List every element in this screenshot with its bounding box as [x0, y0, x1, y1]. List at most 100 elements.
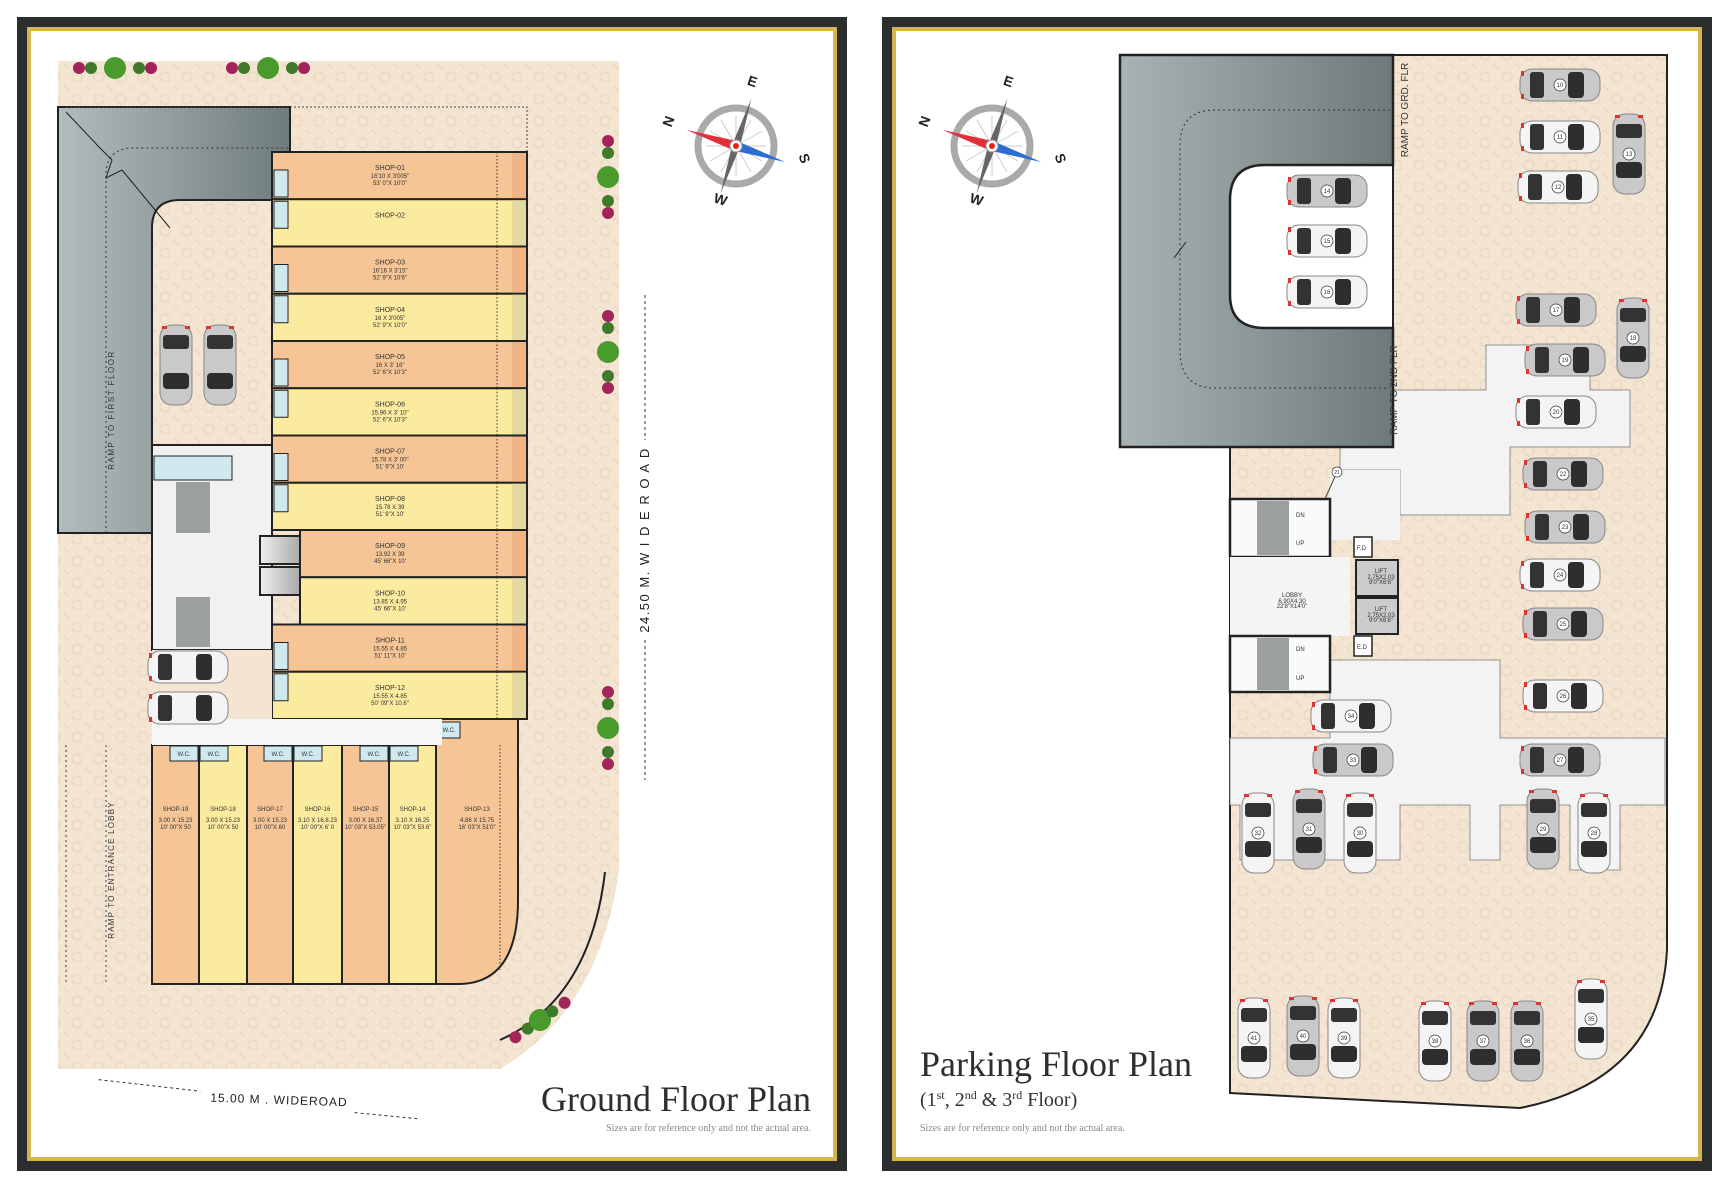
parking-space-car[interactable]: 11: [1519, 120, 1601, 154]
parking-space-car[interactable]: 19: [1524, 343, 1606, 377]
parking-space-car[interactable]: 33: [1312, 743, 1394, 777]
shop-dimensions: 10' 00"X 6' 0: [301, 825, 335, 831]
parking-space-car[interactable]: 40: [1286, 995, 1320, 1077]
parking-space-car[interactable]: 12: [1517, 170, 1599, 204]
emergency-door-label: E.D: [1357, 645, 1368, 651]
shop-name: SHOP-02: [375, 212, 405, 219]
shop-name: SHOP-19: [163, 807, 189, 813]
parking-space-car[interactable]: 30: [1343, 792, 1377, 874]
parking-number: 11: [1557, 135, 1564, 141]
parking-number: 31: [1306, 827, 1313, 833]
parking-space-car[interactable]: 28: [1577, 792, 1611, 874]
shop-dimensions: 3.00 X 15.23: [158, 818, 193, 824]
plant-icon: [226, 57, 310, 79]
parking-space-car[interactable]: 27: [1519, 743, 1601, 777]
parking-space-car[interactable]: [147, 691, 229, 725]
shop-name: SHOP-14: [400, 807, 426, 813]
parking-space-car[interactable]: 34: [1310, 699, 1392, 733]
parking-space-car[interactable]: 39: [1327, 997, 1361, 1079]
stair-dn-label: DN: [1296, 513, 1305, 519]
parking-space-car[interactable]: 38: [1418, 1000, 1452, 1082]
parking-space-car[interactable]: 32: [1241, 792, 1275, 874]
shop-unit[interactable]: SHOP-02: [271, 198, 528, 248]
site-boundary-curve: [499, 871, 606, 1041]
parking-number: 27: [1557, 758, 1564, 764]
parking-space-car[interactable]: 10: [1519, 68, 1601, 102]
parking-space-car[interactable]: 31: [1292, 788, 1326, 870]
svg-text:21: 21: [1334, 470, 1340, 476]
parking-space-car[interactable]: 41: [1237, 997, 1271, 1079]
parking-space-car[interactable]: 14: [1286, 174, 1368, 208]
shop-dimensions: 10' 03"X 53.6": [394, 825, 432, 831]
shop-dimensions: 10' 00"X 50: [160, 825, 191, 831]
shop-dimensions: 52' 9"X 10'6": [373, 276, 407, 282]
parking-space-car[interactable]: 20: [1515, 395, 1597, 429]
parking-number: 30: [1357, 831, 1364, 837]
shop-dimensions: 16' 03"X 51'0": [458, 825, 495, 831]
parking-number: 26: [1560, 694, 1567, 700]
parking-space-car[interactable]: [203, 324, 237, 406]
shop-name: SHOP-01: [375, 165, 405, 172]
parking-number: 28: [1591, 831, 1598, 837]
wc-label: W.C.: [398, 752, 411, 758]
parking-number: 14: [1324, 189, 1331, 195]
marker-21: 21: [1324, 466, 1343, 500]
parking-space-car[interactable]: 16: [1286, 275, 1368, 309]
parking-floor-title: Parking Floor Plan: [920, 1044, 1192, 1084]
parking-space-car[interactable]: 35: [1574, 978, 1608, 1060]
parking-cars: 10 11 12 13 14 15 16 17 18 19 20 22 23 24 25 26 27 28 29 30…: [1237, 68, 1650, 1082]
parking-space-car[interactable]: 37: [1466, 1000, 1500, 1082]
parking-space-car[interactable]: [159, 324, 193, 406]
wc-label: W.C.: [208, 752, 221, 758]
parking-space-car[interactable]: 22: [1522, 457, 1604, 491]
parking-number: 23: [1562, 525, 1569, 531]
shop-dimensions: 13.92 X 39: [375, 552, 405, 558]
stair-dn-label: DN: [1296, 647, 1305, 653]
plant-icon: [597, 686, 619, 770]
parking-space-car[interactable]: 13: [1612, 113, 1646, 195]
shop-name: SHOP-10: [375, 590, 405, 597]
parking-space-car[interactable]: 18: [1616, 297, 1650, 379]
shop-dimensions: 15.78 X 39: [375, 505, 405, 511]
parking-space-car[interactable]: 26: [1522, 679, 1604, 713]
parking-number: 12: [1555, 185, 1562, 191]
wc-label: W.C.: [302, 752, 315, 758]
shop-dimensions: 16 X 3' 16": [376, 363, 405, 369]
parking-space-car[interactable]: 25: [1522, 607, 1604, 641]
parking-space-car[interactable]: 23: [1524, 510, 1606, 544]
parking-space-car[interactable]: [147, 650, 229, 684]
road-right-label: 24.50 M. W I D E R O A D: [637, 447, 652, 633]
lift-dims: 2.75X2.03: [1367, 575, 1395, 581]
parking-number: 38: [1432, 1039, 1439, 1045]
parking-space-car[interactable]: 29: [1526, 788, 1560, 870]
parking-space-car[interactable]: 36: [1510, 1000, 1544, 1082]
parking-space-car[interactable]: 17: [1515, 293, 1597, 327]
shop-dimensions: 52' 9"X 10'0": [373, 323, 407, 329]
parking-number: 15: [1324, 239, 1331, 245]
shop-name: SHOP-03: [375, 260, 405, 267]
parking-space-car[interactable]: 24: [1519, 558, 1601, 592]
parking-space-car[interactable]: 15: [1286, 224, 1368, 258]
shop-dimensions: 16'10 X 3'005": [371, 174, 409, 180]
plants: [73, 57, 619, 1044]
